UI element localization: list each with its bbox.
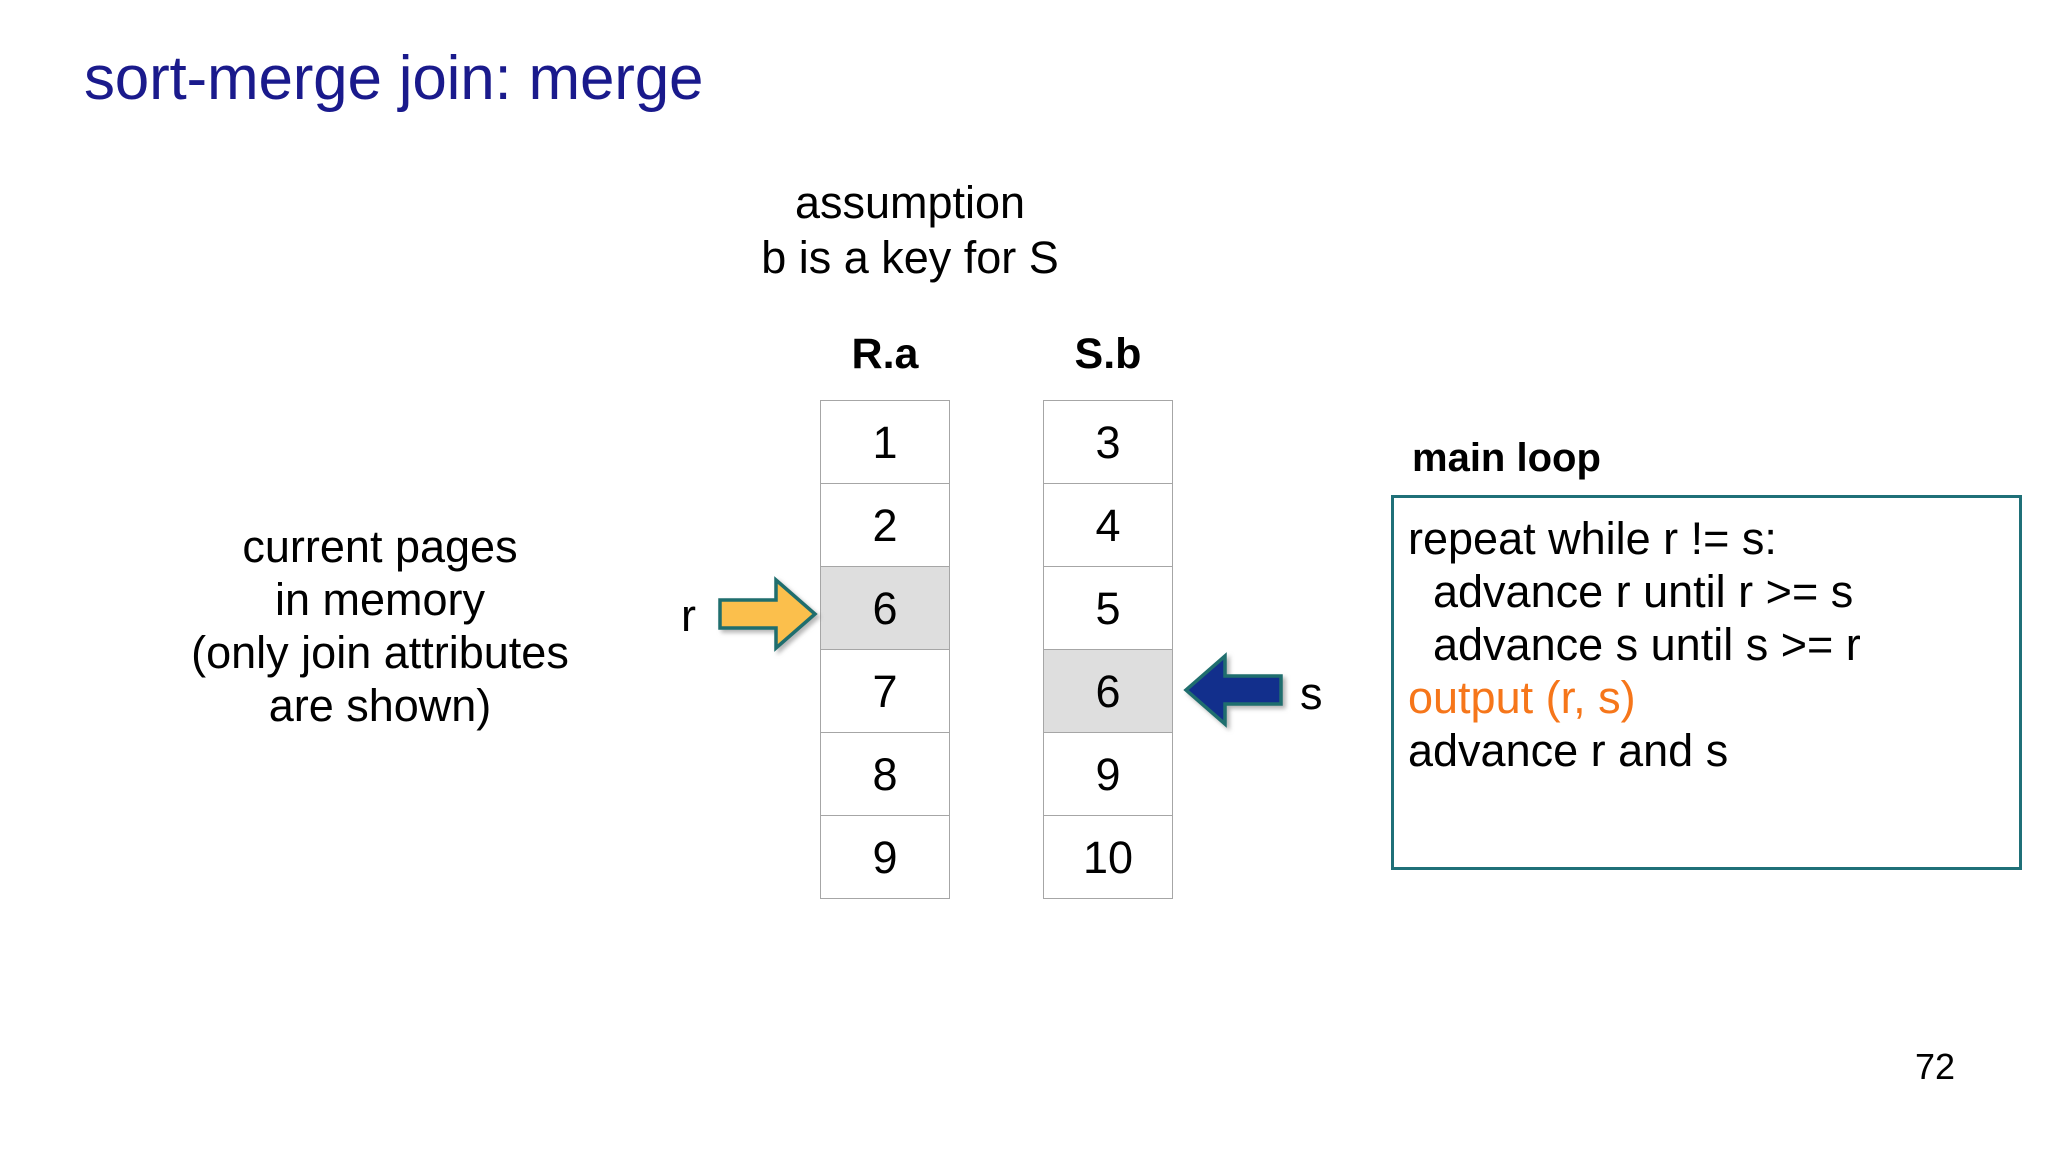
table-row: 8 [821,733,949,816]
table-row: 9 [1044,733,1172,816]
main-loop-heading: main loop [1412,436,1601,480]
page-title: sort-merge join: merge [84,44,704,113]
code-line: advance s until s >= r [1408,619,1861,671]
column-header-sb: S.b [1074,330,1142,378]
table-row: 1 [821,401,949,484]
column-header-ra: R.a [851,330,919,378]
code-line-output: output (r, s) [1408,672,1636,724]
table-ra: 1 2 6 7 8 9 [820,400,950,899]
pointer-label-s: s [1300,668,1323,719]
assumption-line-1: assumption [794,177,1026,228]
caption-line-2: in memory [274,574,486,626]
table-row: 4 [1044,484,1172,567]
caption-line-4: are shown) [268,680,492,732]
assumption-line-2: b is a key for S [761,231,1059,283]
code-line: repeat while r != s: [1408,513,1777,564]
code-line: advance r and s [1408,725,1729,777]
table-row: 9 [821,816,949,899]
page-number: 72 [1915,1046,1956,1087]
table-row: 6 [821,567,949,650]
caption-line-3: (only join attributes [191,627,569,679]
table-row: 7 [821,650,949,733]
table-row: 3 [1044,401,1172,484]
arrow-right-icon [718,576,818,652]
table-row: 10 [1044,816,1172,899]
assumption-block: assumption b is a key for S [700,176,1120,286]
pointer-label-r: r [681,590,696,641]
table-sb: 3 4 5 6 9 10 [1043,400,1173,899]
caption-line-1: current pages [242,521,518,572]
code-line: advance r until r >= s [1408,566,1854,618]
table-row: 2 [821,484,949,567]
current-pages-caption: current pages in memory (only join attri… [60,520,700,732]
table-row: 5 [1044,567,1172,650]
table-row: 6 [1044,650,1172,733]
main-loop-code-box: repeat while r != s: advance r until r >… [1391,495,2022,870]
arrow-left-icon [1183,652,1283,728]
